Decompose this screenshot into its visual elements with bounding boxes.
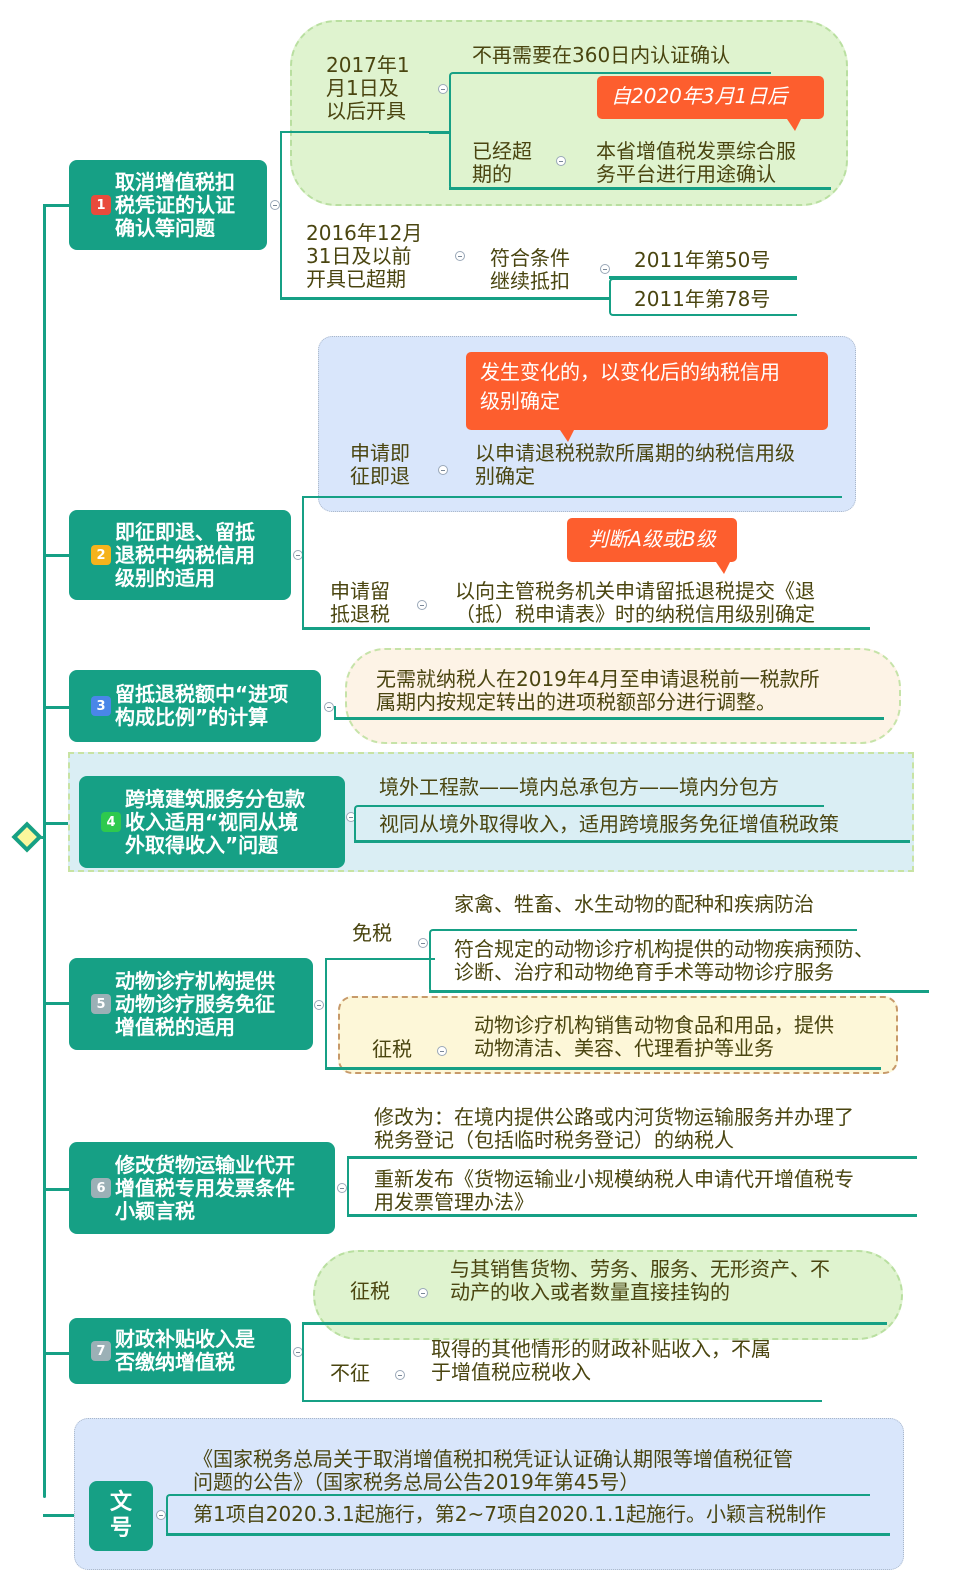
leaf-1b-1: 2011年第50号	[634, 248, 771, 272]
topic-6-node[interactable]: 6 修改货物运输业代开 增值税专用发票条件 小颖言税	[69, 1142, 335, 1234]
branch-1b-bracket	[609, 278, 797, 316]
collapse-toggle-icon[interactable]	[337, 1183, 347, 1193]
leaf-4-1: 境外工程款——境内总承包方——境内分包方	[379, 775, 779, 799]
doc-number-title: 文 号	[109, 1490, 132, 1541]
doc-number-node[interactable]: 文 号	[89, 1481, 153, 1551]
leaf-6-1: 修改为：在境内提供公路或内河货物运输服务并办理了 税务登记（包括临时税务登记）的…	[374, 1105, 854, 1152]
leaf-1b-2: 2011年第78号	[634, 287, 771, 311]
topic-6-title: 修改货物运输业代开 增值税专用发票条件 小颖言税	[115, 1152, 295, 1223]
priority-3-badge: 3	[91, 696, 111, 716]
leaf-3-text: 无需就纳税人在2019年4月至申请退税前一税款所 属期内按规定转出的进项税额部分…	[376, 667, 820, 714]
leaf-4-2: 视同从境外取得收入，适用跨境服务免征增值税政策	[379, 812, 839, 836]
topic-5-node[interactable]: 5 动物诊疗机构提供 动物诊疗服务免征 增值税的适用	[69, 958, 313, 1050]
branch-5b-label: 征税	[372, 1037, 412, 1061]
topic-3-node[interactable]: 3 留抵退税额中“进项 构成比例”的计算	[69, 670, 321, 742]
leaf-1a-2-text: 本省增值税发票综合服 务平台进行用途确认	[596, 139, 796, 186]
branch-1a-label: 2017年1 月1日及 以后开具	[326, 53, 410, 123]
branch-7b-label: 不征	[330, 1361, 370, 1385]
topic-3-cloud-boundary	[345, 648, 901, 744]
topic-2-title: 即征即退、留抵 退税中纳税信用 级别的适用	[115, 519, 255, 590]
trunk-line	[43, 204, 46, 1498]
collapse-toggle-icon[interactable]	[438, 465, 448, 475]
branch-5a-bottom	[429, 990, 929, 993]
topic-1-title: 取消增值税扣 税凭证的认证 确认等问题	[115, 169, 235, 240]
collapse-toggle-icon[interactable]	[600, 264, 610, 274]
topic-4-node[interactable]: 4 跨境建筑服务分包款 收入适用“视同从境 外取得收入”问题	[79, 776, 345, 868]
topic-7-node[interactable]: 7 财政补贴收入是 否缴纳增值税	[69, 1318, 291, 1384]
collapse-toggle-icon[interactable]	[324, 702, 334, 712]
priority-5-badge: 5	[91, 994, 111, 1014]
stub-1	[43, 204, 69, 207]
collapse-toggle-icon[interactable]	[418, 938, 428, 948]
topic-5-bottom	[325, 1067, 881, 1070]
stub-6	[43, 1188, 69, 1191]
topic-4-bottom	[354, 840, 910, 843]
leaf-5a-2: 符合规定的动物诊疗机构提供的动物疾病预防、 诊断、治疗和动物绝育手术等动物诊疗服…	[454, 937, 874, 984]
branch-7a-label: 征税	[350, 1279, 390, 1303]
stub-8	[43, 1514, 89, 1517]
branch-5a-label: 免税	[352, 921, 392, 945]
priority-2-badge: 2	[91, 545, 111, 565]
leaf-6-2: 重新发布《货物运输业小规模纳税人申请代开增值税专 用发票管理办法》	[374, 1167, 854, 1214]
branch-1b-label: 2016年12月 31日及以前 开具已超期	[306, 221, 423, 291]
collapse-toggle-icon[interactable]	[417, 600, 427, 610]
leaf-1a-2-label: 已经超 期的	[472, 139, 532, 186]
doc-leaf-2: 第1项自2020.3.1起施行，第2~7项自2020.1.1起施行。小颖言税制作	[193, 1502, 827, 1526]
priority-6-badge: 6	[91, 1178, 111, 1198]
topic-7-top-extend	[302, 1322, 887, 1325]
collapse-toggle-icon[interactable]	[314, 1000, 324, 1010]
topic-1-node[interactable]: 1 取消增值税扣 税凭证的认证 确认等问题	[69, 160, 267, 250]
priority-1-badge: 1	[91, 195, 111, 215]
collapse-toggle-icon[interactable]	[156, 1510, 166, 1520]
stub-5	[43, 1002, 69, 1005]
branch-1b-sub-label: 符合条件 继续抵扣	[490, 246, 570, 293]
collapse-toggle-icon[interactable]	[438, 84, 448, 94]
root-diamond-icon[interactable]	[11, 821, 43, 853]
topic-2-bottom	[302, 627, 870, 630]
branch-1a-bottom	[449, 187, 831, 190]
leaf-5b-text: 动物诊疗机构销售动物食品和用品，提供 动物清洁、美容、代理看护等业务	[474, 1013, 834, 1060]
topic-5-wave-boundary	[338, 996, 898, 1074]
topic-7-title: 财政补贴收入是 否缴纳增值税	[115, 1327, 255, 1374]
leaf-2a-text: 以申请退税税款所属期的纳税信用级 别确定	[475, 441, 795, 488]
topic-6-top	[347, 1156, 917, 1159]
priority-4-badge: 4	[101, 812, 121, 832]
priority-7-badge: 7	[91, 1341, 111, 1361]
collapse-toggle-icon[interactable]	[395, 1370, 405, 1380]
collapse-toggle-icon[interactable]	[455, 251, 465, 261]
stub-4	[43, 822, 79, 825]
branch-2b-label: 申请留 抵退税	[330, 579, 390, 626]
branch-1a-in	[429, 131, 451, 134]
branch-2a-label: 申请即 征即退	[350, 441, 410, 488]
topic-7-cloud-boundary	[313, 1250, 903, 1340]
topic-2-node[interactable]: 2 即征即退、留抵 退税中纳税信用 级别的适用	[69, 510, 291, 600]
stub-3	[43, 706, 69, 709]
leaf-7a-text: 与其销售货物、劳务、服务、无形资产、不 动产的收入或者数量直接挂钩的	[450, 1257, 830, 1304]
leaf-5a-1: 家禽、牲畜、水生动物的配种和疾病防治	[454, 892, 814, 916]
topic-3-title: 留抵退税额中“进项 构成比例”的计算	[115, 682, 289, 729]
stub-2	[43, 554, 69, 557]
leaf-2b-text: 以向主管税务机关申请留抵退税提交《退 （抵）税申请表》时的纳税信用级别确定	[455, 579, 815, 626]
topic-3-underline	[334, 717, 884, 720]
doc-leaf-1: 《国家税务总局关于取消增值税扣税凭证认证确认期限等增值税征管 问题的公告》（国家…	[193, 1447, 793, 1494]
topic-5-title: 动物诊疗机构提供 动物诊疗服务免征 增值税的适用	[115, 968, 275, 1039]
branch-1b-line	[280, 297, 610, 300]
doc-bottom	[166, 1533, 890, 1536]
callout-credit-change: 发生变化的，以变化后的纳税信用 级别确定	[466, 352, 828, 442]
callout-date-note: 自2020年3月1日后	[597, 76, 824, 131]
leaf-1b-top	[609, 276, 797, 279]
collapse-toggle-icon[interactable]	[418, 1288, 428, 1298]
collapse-toggle-icon[interactable]	[270, 200, 280, 210]
leaf-1a-1: 不再需要在360日内认证确认	[472, 43, 731, 67]
callout-grade-ab: 判断A级或B级	[567, 518, 737, 574]
leaf-7b-text: 取得的其他情形的财政补贴收入，不属 于增值税应税收入	[431, 1337, 771, 1384]
topic-6-bottom	[347, 1214, 917, 1217]
collapse-toggle-icon[interactable]	[437, 1046, 447, 1056]
collapse-toggle-icon[interactable]	[556, 156, 566, 166]
topic-4-title: 跨境建筑服务分包款 收入适用“视同从境 外取得收入”问题	[125, 786, 305, 857]
stub-7	[43, 1352, 69, 1355]
